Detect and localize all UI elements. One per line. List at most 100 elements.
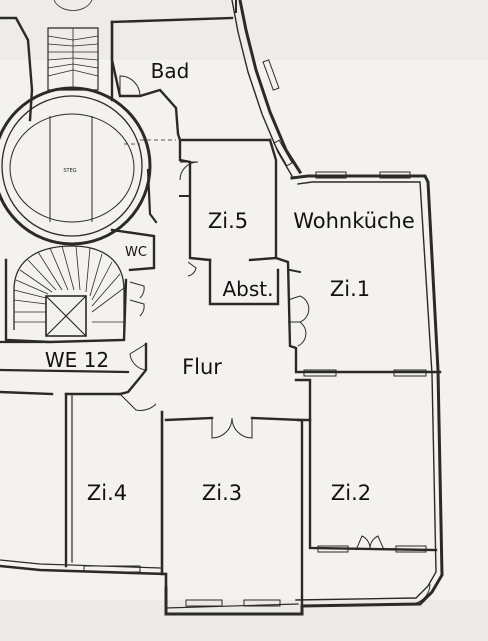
window xyxy=(185,599,223,607)
upper-stair-curve xyxy=(53,0,93,11)
tread xyxy=(91,261,113,301)
window xyxy=(317,545,349,553)
door-abst xyxy=(187,261,197,277)
room-label-zi2: Zi.2 xyxy=(331,481,371,505)
room-label-wohnkueche: Wohnküche xyxy=(293,209,415,233)
lower-stair-walls xyxy=(4,258,128,344)
tread xyxy=(15,279,49,295)
zi5-east-wall xyxy=(248,138,278,262)
tread xyxy=(13,299,47,305)
room-label-flur: Flur xyxy=(182,355,222,379)
door-balcony-right xyxy=(369,535,385,551)
room-label-stairwell: STEG xyxy=(63,168,76,174)
bad-walls xyxy=(110,20,272,142)
bad-top-wall xyxy=(110,16,234,24)
window xyxy=(315,171,347,179)
window xyxy=(83,565,141,573)
tread xyxy=(19,269,53,293)
tread xyxy=(61,245,75,291)
zi2-pier xyxy=(294,378,312,422)
room-label-zi3: Zi.3 xyxy=(202,481,242,505)
zi1-west-wall xyxy=(274,256,442,374)
paper-shade-bottom xyxy=(0,600,488,641)
window xyxy=(395,545,427,553)
window xyxy=(273,139,293,167)
tread xyxy=(72,43,99,47)
tread xyxy=(72,63,99,69)
door-zi3-right xyxy=(231,417,253,439)
curved-facade-inner xyxy=(231,0,293,177)
zi3-top-wall-right xyxy=(250,416,304,606)
outer-wall-east xyxy=(164,174,444,616)
stair-tower-outer xyxy=(0,86,152,246)
door-wc-lower xyxy=(129,281,145,299)
window xyxy=(303,369,337,377)
stair-tower-inner xyxy=(1,95,143,237)
room-label-zi5: Zi.5 xyxy=(208,209,248,233)
tread xyxy=(47,35,74,41)
room-label-zi4: Zi.4 xyxy=(87,481,127,505)
paper-shade-top xyxy=(0,0,488,60)
lower-stair-outline xyxy=(13,245,125,330)
zi3-south-inner xyxy=(165,575,299,609)
tread xyxy=(47,43,74,47)
zi3-top-wall-left xyxy=(164,416,214,422)
door-corner xyxy=(409,583,431,605)
window xyxy=(393,369,427,377)
dashed-lines xyxy=(124,139,176,145)
outer-wall-east-inner xyxy=(295,181,437,601)
abst-walls xyxy=(208,258,280,306)
outer-wall-south-west-inner xyxy=(0,559,161,569)
tread xyxy=(91,287,125,313)
tread xyxy=(47,63,74,69)
room-label-bad: Bad xyxy=(151,59,190,83)
lift-cross-b xyxy=(45,295,87,337)
stair-landing xyxy=(9,113,135,223)
tread xyxy=(37,251,63,291)
upper-stair-outline xyxy=(47,27,99,91)
windows xyxy=(83,59,427,607)
lower-stair xyxy=(13,245,125,337)
door-zi4 xyxy=(119,393,157,411)
tread xyxy=(85,247,91,293)
window xyxy=(243,599,281,607)
tread xyxy=(75,245,81,291)
lower-stair-treads xyxy=(13,245,125,323)
upper-stair-treads xyxy=(47,0,99,91)
tread xyxy=(72,57,99,61)
door-zi1-upper xyxy=(287,295,310,323)
window xyxy=(262,59,280,91)
tread xyxy=(27,259,57,291)
door-zi1-lower xyxy=(288,321,307,347)
door-zi3-left xyxy=(211,417,233,439)
tread xyxy=(91,273,121,307)
unit-label-we12: WE 12 xyxy=(45,348,109,372)
flur-west-wall xyxy=(118,342,148,396)
tread xyxy=(47,69,74,77)
room-label-abst: Abst. xyxy=(223,277,274,301)
tread xyxy=(72,69,99,77)
tread xyxy=(13,289,47,299)
door-bad xyxy=(119,75,141,97)
room-label-wc: WC xyxy=(125,245,147,260)
tread xyxy=(89,253,103,297)
west-room-top-wall xyxy=(0,390,54,396)
window xyxy=(379,171,411,179)
wc-walls xyxy=(110,228,156,272)
tread xyxy=(72,35,99,41)
door-swings xyxy=(119,75,431,605)
room-label-zi1: Zi.1 xyxy=(330,277,370,301)
stair-tower xyxy=(0,86,152,246)
curved-facade xyxy=(238,0,303,175)
zi2-walls xyxy=(308,418,438,552)
door-wc-lower-2 xyxy=(129,299,145,317)
door-we12 xyxy=(129,343,147,371)
tread xyxy=(49,247,69,291)
tread xyxy=(47,57,74,61)
door-zi5 xyxy=(179,161,199,181)
lift-shaft xyxy=(45,295,87,337)
we12-wall xyxy=(0,368,130,374)
zi1-pier xyxy=(288,268,302,274)
